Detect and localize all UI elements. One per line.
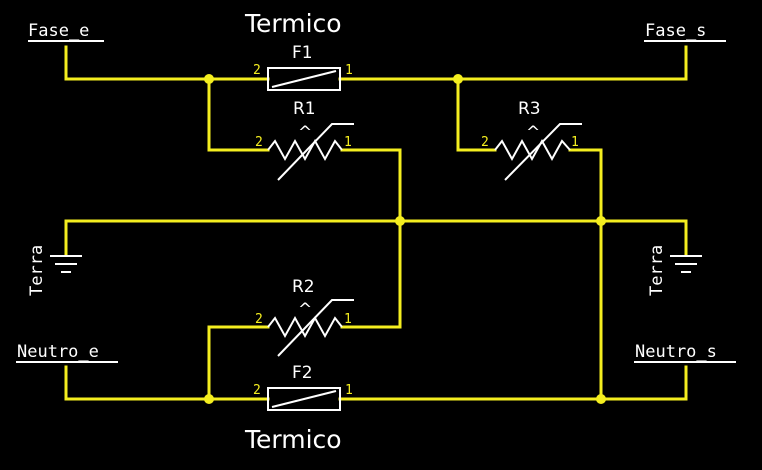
- port-fase-s: Fase_s: [644, 21, 726, 42]
- ref-f2: F2: [292, 363, 313, 383]
- port-neutro-s: Neutro_s: [634, 342, 736, 363]
- varistor-r1: R1 ^ 2 1: [255, 99, 354, 181]
- fuse-slash: [271, 390, 337, 408]
- junction-dot: [204, 394, 214, 404]
- varistor-caret: ^: [298, 300, 312, 320]
- junction-dot: [596, 394, 606, 404]
- junctions: [204, 74, 606, 404]
- ground-symbol-left: Terra: [27, 245, 82, 296]
- pin-label: 1: [571, 135, 579, 150]
- port-label-fase-s: Fase_s: [645, 21, 706, 41]
- pin-label: 2: [253, 383, 261, 398]
- port-label-neutro-s: Neutro_s: [635, 342, 717, 362]
- varistor-r2: R2 ^ 2 1: [255, 277, 354, 357]
- wire-neutro: [64, 365, 270, 401]
- varistor-caret: ^: [526, 123, 540, 143]
- wire-r1-left: [207, 77, 270, 152]
- variable-arrow: [277, 299, 354, 357]
- wire-terra: [64, 219, 688, 257]
- junction-dot: [453, 74, 463, 84]
- wire-r2-left: [207, 325, 270, 401]
- junction-dot: [204, 74, 214, 84]
- pin-label: 2: [481, 135, 489, 150]
- ref-r3: R3: [518, 99, 541, 119]
- pin-label: 1: [344, 312, 352, 327]
- ground-symbol-right: Terra: [647, 245, 702, 296]
- pin-label: 2: [255, 135, 263, 150]
- wire-r3-left: [456, 77, 497, 152]
- junction-dot: [596, 216, 606, 226]
- title-termico-bottom: Termico: [244, 425, 342, 454]
- pin-label: 2: [253, 63, 261, 78]
- wire-r1-right: [340, 148, 402, 329]
- varistor-caret: ^: [298, 123, 312, 143]
- fuse-slash: [271, 70, 337, 88]
- wire-fase: [64, 45, 270, 81]
- ref-f1: F1: [292, 43, 313, 63]
- varistor-r3: R3 ^ 2 1: [481, 99, 582, 181]
- port-fase-e: Fase_e: [28, 21, 104, 42]
- variable-arrow: [504, 123, 582, 181]
- resistor-zigzag: [267, 315, 343, 339]
- resistor-zigzag: [267, 138, 343, 162]
- junction-dot: [395, 216, 405, 226]
- pin-label: 1: [345, 63, 353, 78]
- pin-label: 2: [255, 312, 263, 327]
- ground-label-terra-right: Terra: [647, 245, 667, 296]
- wires: [64, 45, 688, 401]
- title-termico-top: Termico: [244, 9, 342, 38]
- fuse-body: [267, 67, 341, 91]
- ground-label-terra-left: Terra: [27, 245, 47, 296]
- ref-r2: R2: [292, 277, 315, 297]
- variable-arrow: [277, 123, 354, 181]
- ref-r1: R1: [293, 99, 316, 119]
- port-neutro-e: Neutro_e: [16, 342, 118, 363]
- port-label-neutro-e: Neutro_e: [17, 342, 99, 362]
- pin-label: 1: [344, 135, 352, 150]
- fuse-f2: F2 2 1 Termico: [244, 363, 353, 454]
- wire-r3-right: [568, 148, 603, 401]
- fuse-body: [267, 387, 341, 411]
- resistor-zigzag: [494, 138, 571, 162]
- fuse-f1: Termico F1 2 1: [244, 9, 353, 91]
- port-label-fase-e: Fase_e: [28, 21, 89, 41]
- pin-label: 1: [345, 383, 353, 398]
